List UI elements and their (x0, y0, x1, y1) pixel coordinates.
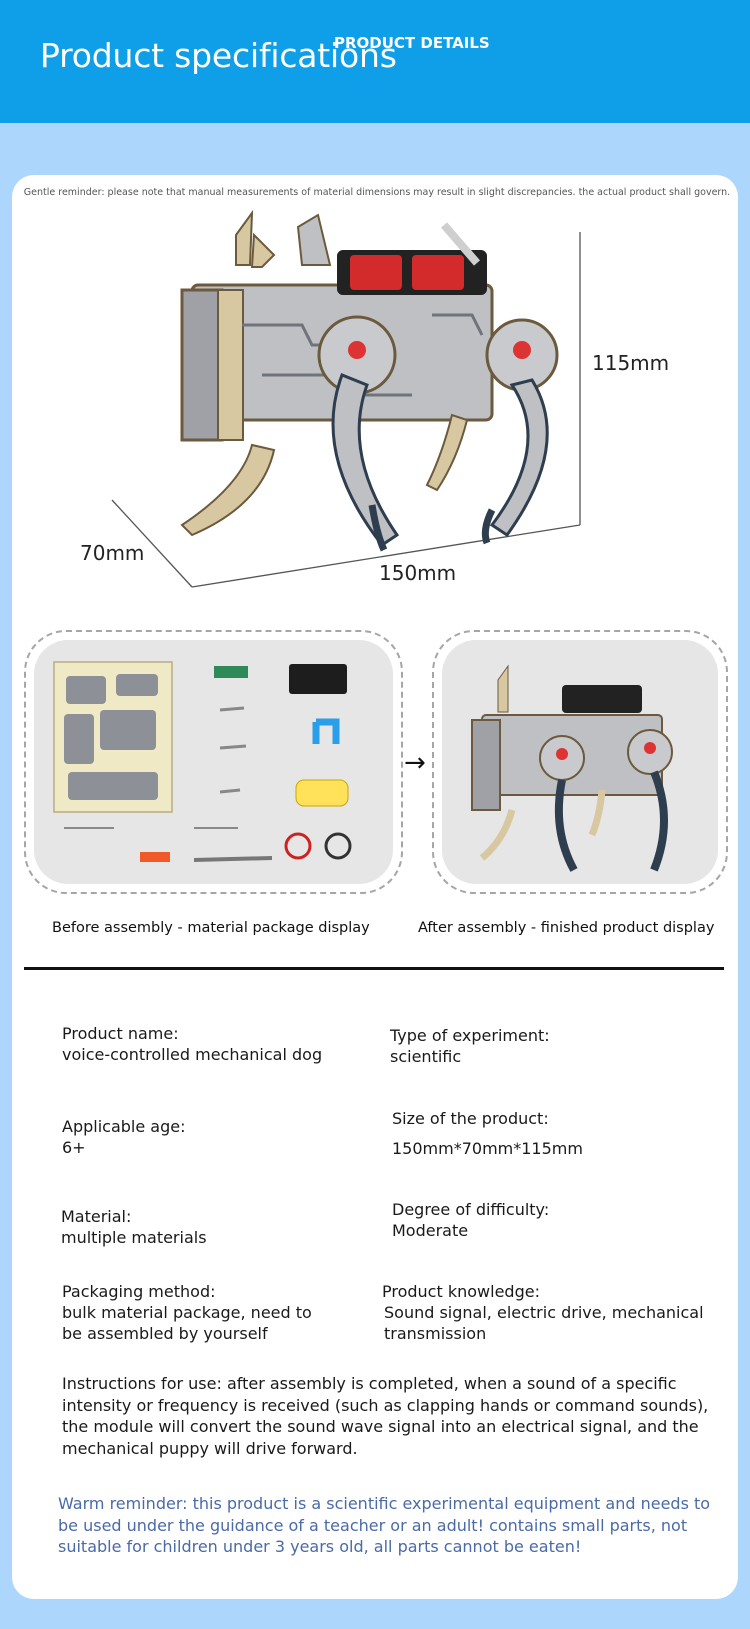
material-value: multiple materials (61, 1228, 207, 1247)
depth-dimension-label: 70mm (80, 541, 145, 565)
spec-experiment-type: Type of experiment: scientific (390, 1025, 550, 1067)
height-dimension-label: 115mm (592, 351, 670, 375)
difficulty-value: Moderate (392, 1221, 469, 1240)
spec-knowledge: Product knowledge: Sound signal, electri… (382, 1281, 704, 1344)
assembly-arrow-icon: → (404, 748, 426, 778)
measurement-reminder: Gentle reminder: please note that manual… (23, 187, 731, 198)
finished-product-image (442, 640, 718, 884)
product-name-value: voice-controlled mechanical dog (62, 1045, 323, 1064)
page-title: Product specifications (40, 36, 397, 75)
knowledge-value-line1: Sound signal, electric drive, mechanical (384, 1303, 704, 1322)
experiment-type-label: Type of experiment: (390, 1026, 550, 1045)
knowledge-label: Product knowledge: (382, 1282, 540, 1301)
product-name-label: Product name: (62, 1024, 179, 1043)
knowledge-value-line2: transmission (384, 1324, 487, 1343)
packaging-value-line2: be assembled by yourself (62, 1324, 268, 1343)
material-label: Material: (61, 1207, 132, 1226)
usage-instructions: Instructions for use: after assembly is … (62, 1374, 709, 1458)
packaging-value-line1: bulk material package, need to (62, 1303, 312, 1322)
size-label: Size of the product: (392, 1109, 549, 1128)
page-subtitle: PRODUCT DETAILS (334, 34, 490, 52)
spec-packaging: Packaging method: bulk material package,… (62, 1281, 312, 1344)
age-label: Applicable age: (62, 1117, 186, 1136)
length-dimension-label: 150mm (379, 561, 457, 585)
spec-applicable-age: Applicable age: 6+ (62, 1116, 185, 1158)
section-divider (24, 967, 724, 970)
spec-material: Material: multiple materials (61, 1206, 207, 1248)
spec-card: Gentle reminder: please note that manual… (12, 175, 738, 1599)
material-package-image (34, 640, 393, 884)
spec-product-size: Size of the product: 150mm*70mm*115mm (392, 1108, 583, 1159)
finished-dog-illustration (471, 664, 673, 872)
packaging-label: Packaging method: (62, 1282, 216, 1301)
experiment-type-value: scientific (390, 1047, 462, 1066)
material-parts-illustration (53, 661, 352, 862)
age-value: 6+ (62, 1138, 86, 1157)
before-assembly-panel (24, 630, 403, 894)
before-assembly-caption: Before assembly - material package displ… (52, 920, 370, 936)
after-assembly-caption: After assembly - finished product displa… (418, 920, 715, 936)
spec-product-name: Product name: voice-controlled mechanica… (62, 1023, 322, 1065)
header-banner: Product specifications PRODUCT DETAILS (0, 0, 750, 123)
product-hero-illustration (111, 209, 581, 588)
spec-difficulty: Degree of difficulty: Moderate (392, 1199, 549, 1241)
difficulty-label: Degree of difficulty: (392, 1200, 550, 1219)
after-assembly-panel (432, 630, 728, 894)
size-value: 150mm*70mm*115mm (392, 1139, 583, 1158)
warm-reminder: Warm reminder: this product is a scienti… (58, 1494, 711, 1556)
